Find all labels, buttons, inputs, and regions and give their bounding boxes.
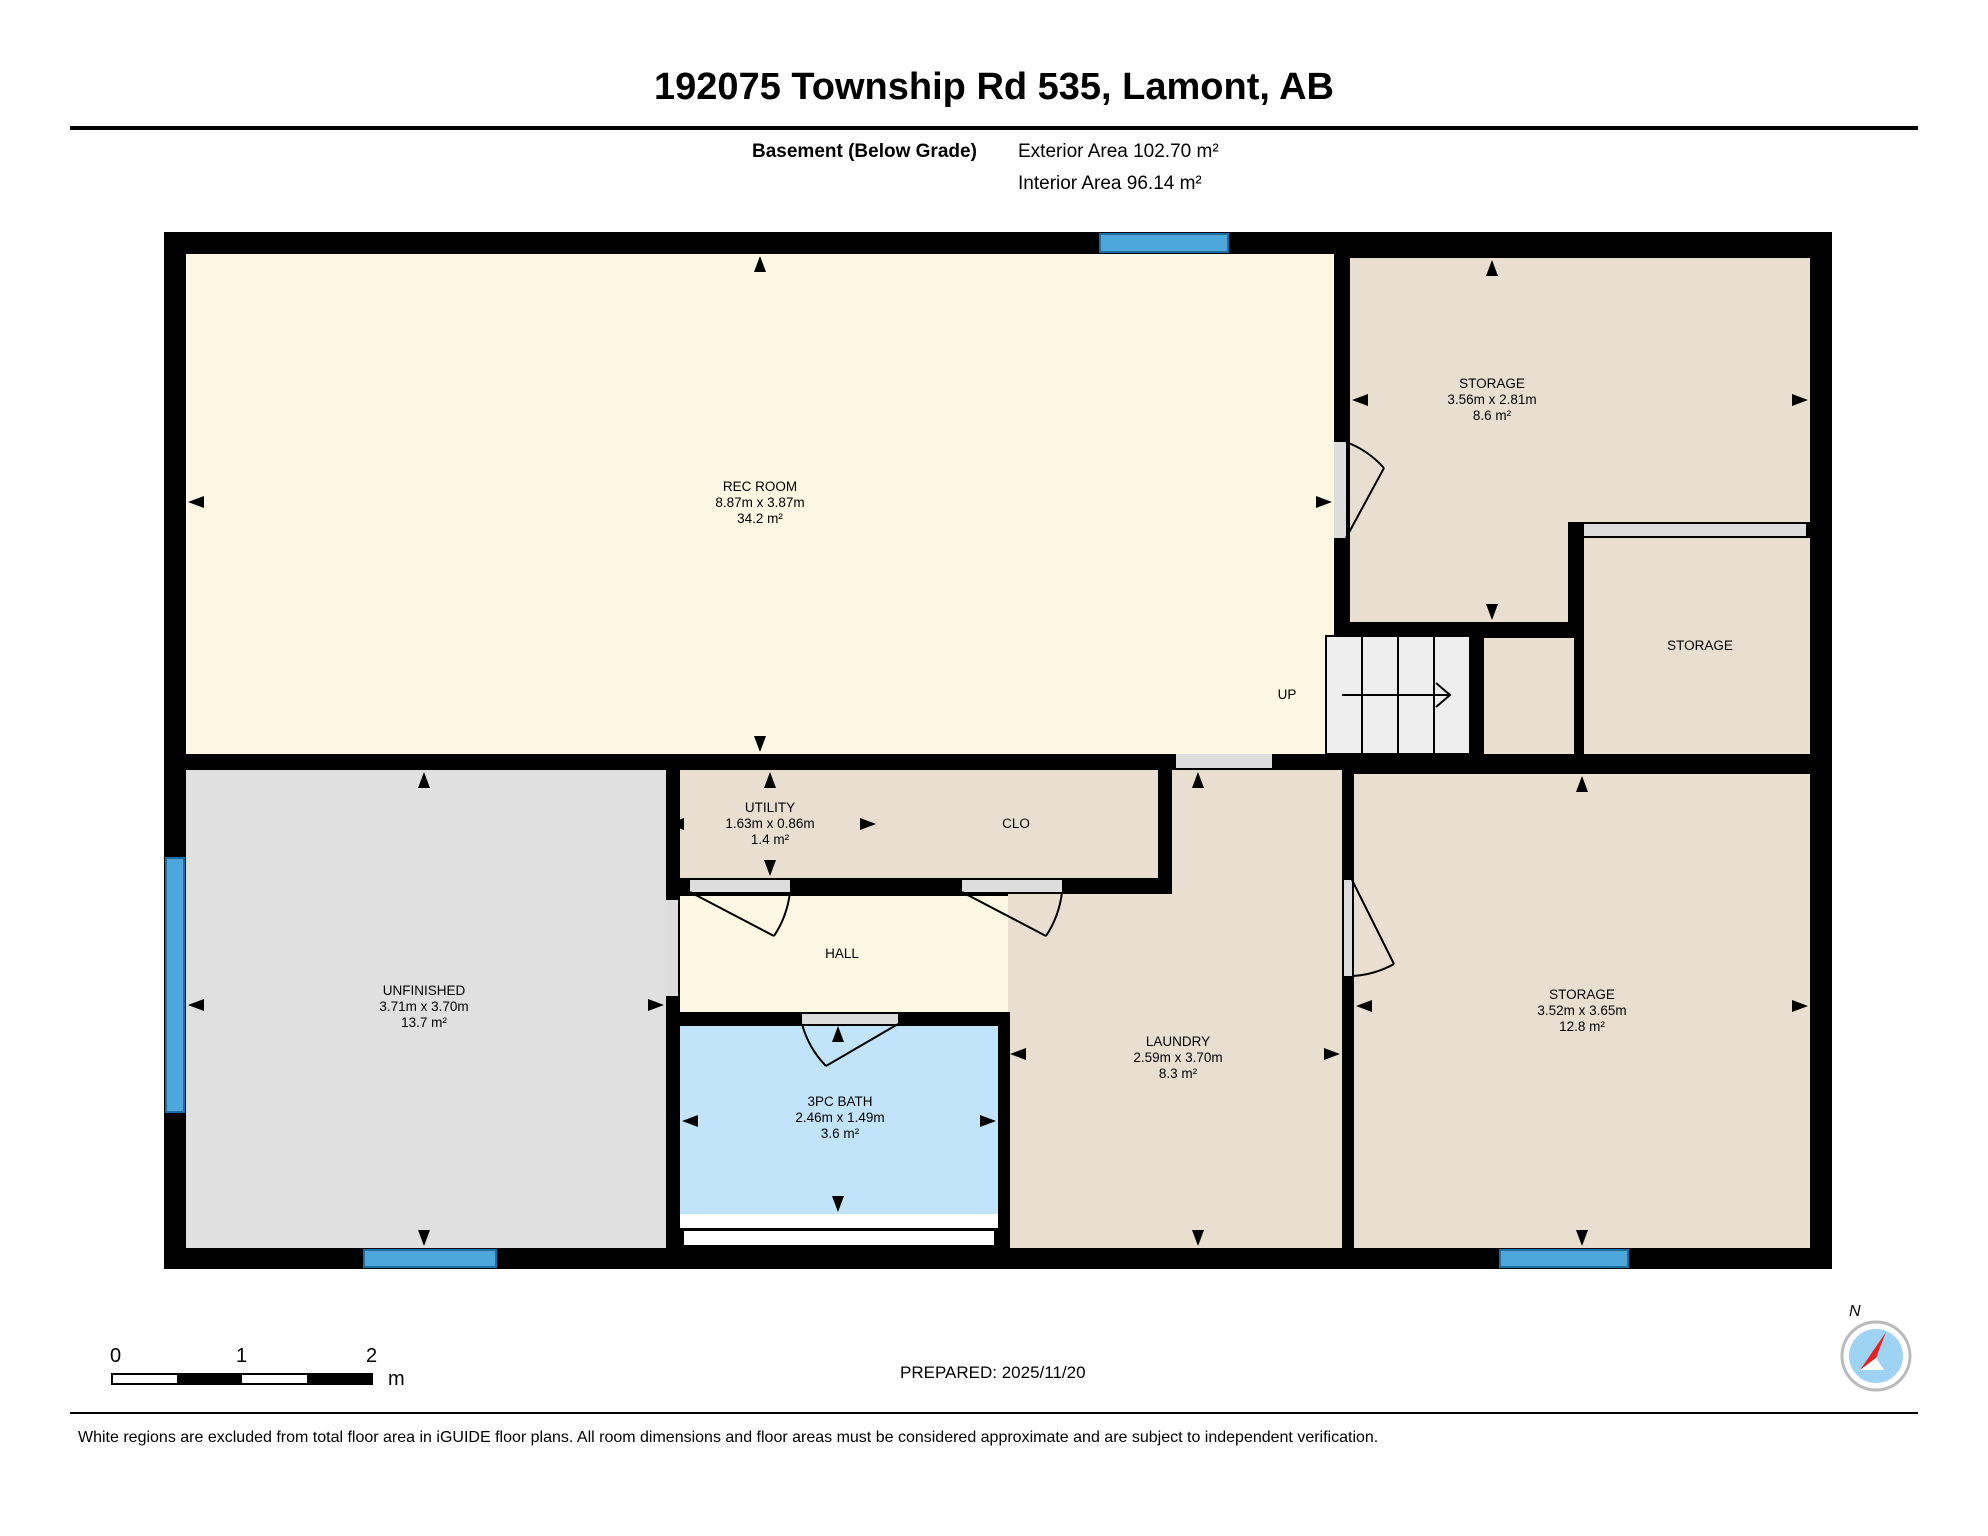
scale-label-1: 1 bbox=[236, 1345, 248, 1367]
storage-middle-room[interactable] bbox=[1584, 538, 1810, 754]
storage-bottom-name: STORAGE bbox=[1549, 987, 1615, 1002]
opening bbox=[666, 900, 678, 996]
footer-divider bbox=[70, 1412, 1918, 1414]
rec-room[interactable] bbox=[186, 254, 1334, 754]
storage-top-room[interactable] bbox=[1350, 258, 1810, 522]
wall bbox=[1344, 770, 1810, 774]
storage-top-name: STORAGE bbox=[1459, 376, 1525, 391]
opening bbox=[802, 1014, 898, 1024]
opening bbox=[1584, 524, 1806, 536]
opening bbox=[1334, 442, 1346, 538]
opening bbox=[690, 880, 790, 892]
storage-middle-room-ext bbox=[1482, 638, 1574, 754]
laundry-area: 8.3 m² bbox=[1159, 1066, 1198, 1081]
storage-top-room-ext bbox=[1350, 522, 1574, 622]
laundry-room[interactable] bbox=[1008, 770, 1344, 1248]
footer-disclaimer: White regions are excluded from total fl… bbox=[78, 1429, 1379, 1446]
unfinished-name: UNFINISHED bbox=[383, 983, 466, 998]
wall bbox=[1350, 622, 1582, 636]
bath-room[interactable] bbox=[680, 1022, 998, 1214]
bath-dims: 2.46m x 1.49m bbox=[795, 1110, 884, 1125]
rec-room-area: 34.2 m² bbox=[737, 511, 783, 526]
opening bbox=[1344, 880, 1352, 976]
storage-top-area: 8.6 m² bbox=[1473, 408, 1512, 423]
storage-top-dims: 3.56m x 2.81m bbox=[1447, 392, 1536, 407]
bath-step-inner bbox=[684, 1231, 994, 1245]
dimension-markers bbox=[188, 256, 1808, 1246]
wall bbox=[998, 1012, 1010, 1248]
laundry-dims: 2.59m x 3.70m bbox=[1133, 1050, 1222, 1065]
page-title: 192075 Township Rd 535, Lamont, AB bbox=[654, 66, 1334, 108]
utility-name: UTILITY bbox=[745, 800, 795, 815]
wall bbox=[1158, 770, 1172, 894]
laundry-name: LAUNDRY bbox=[1146, 1034, 1210, 1049]
bath-name: 3PC BATH bbox=[807, 1094, 872, 1109]
closet-name: CLO bbox=[1002, 816, 1030, 831]
scale-unit: m bbox=[388, 1368, 405, 1390]
interior-area: Interior Area 96.14 m² bbox=[1018, 173, 1202, 194]
storage-middle-name: STORAGE bbox=[1667, 638, 1733, 653]
window bbox=[1099, 233, 1229, 253]
scale-label-0: 0 bbox=[110, 1345, 122, 1367]
unfinished-room[interactable] bbox=[186, 770, 666, 1248]
floor-name: Basement (Below Grade) bbox=[752, 141, 977, 162]
stairs-label: UP bbox=[1278, 687, 1297, 702]
utility-dims: 1.63m x 0.86m bbox=[725, 816, 814, 831]
wall bbox=[666, 770, 680, 1248]
storage-bottom-area: 12.8 m² bbox=[1559, 1019, 1605, 1034]
rec-room-dims: 8.87m x 3.87m bbox=[715, 495, 804, 510]
compass-icon bbox=[1840, 1320, 1912, 1392]
window bbox=[363, 1249, 497, 1268]
wall bbox=[186, 754, 1810, 770]
storage-bottom-room[interactable] bbox=[1352, 774, 1810, 1248]
storage-bottom-dims: 3.52m x 3.65m bbox=[1537, 1003, 1626, 1018]
window bbox=[165, 857, 185, 1113]
door-swings bbox=[689, 441, 1395, 1067]
window bbox=[1499, 1249, 1629, 1268]
prepared-date: PREPARED: 2025/11/20 bbox=[900, 1363, 1086, 1382]
opening bbox=[962, 880, 1062, 892]
unfinished-dims: 3.71m x 3.70m bbox=[379, 999, 468, 1014]
scale-label-2: 2 bbox=[366, 1345, 378, 1367]
scale-bar bbox=[111, 1373, 373, 1385]
bath-area: 3.6 m² bbox=[821, 1126, 860, 1141]
wall bbox=[1342, 770, 1354, 1248]
wall bbox=[1568, 522, 1582, 636]
hall-name: HALL bbox=[825, 946, 859, 961]
compass-north-label: N bbox=[1849, 1303, 1861, 1320]
header-divider bbox=[70, 126, 1918, 130]
unfinished-area: 13.7 m² bbox=[401, 1015, 447, 1030]
utility-area: 1.4 m² bbox=[751, 832, 790, 847]
rec-room-name: REC ROOM bbox=[723, 479, 797, 494]
opening bbox=[1176, 754, 1272, 768]
exterior-area: Exterior Area 102.70 m² bbox=[1018, 141, 1219, 162]
